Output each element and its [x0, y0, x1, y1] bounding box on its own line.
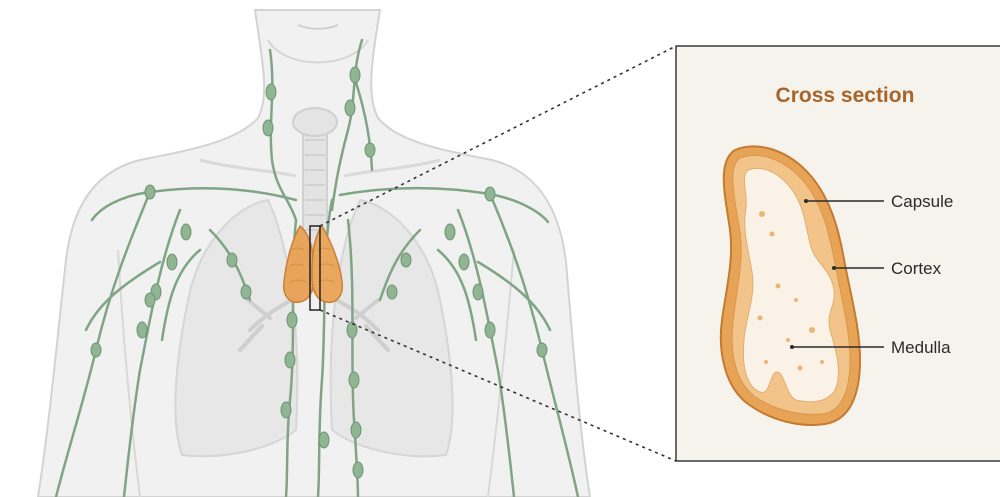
cross-section-panel: Cross section [676, 46, 1000, 461]
inset-title: Cross section [776, 84, 915, 107]
label-medulla: Medulla [891, 338, 951, 357]
label-cortex: Cortex [891, 259, 942, 278]
label-capsule: Capsule [891, 192, 953, 211]
